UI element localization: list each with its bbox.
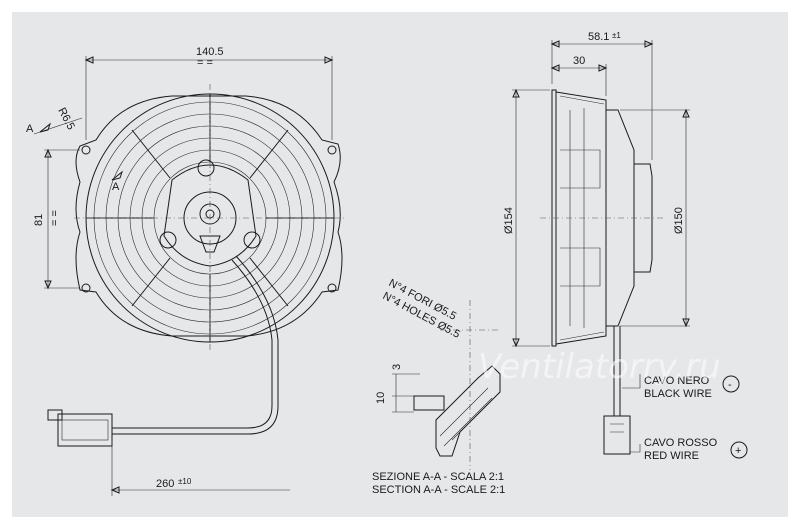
- side-wires: [613, 326, 621, 416]
- side-dimensions: 58.1 ±1 30 Ø154 Ø150: [503, 31, 690, 348]
- dia-blade-arrows: [682, 108, 690, 328]
- red-wire-en: RED WIRE: [644, 450, 699, 462]
- front-view: [47, 84, 346, 447]
- plus-icon: [730, 441, 748, 459]
- black-wire-leader: [622, 374, 641, 389]
- section-mark: A: [112, 181, 120, 193]
- depth-total-dim: [551, 40, 653, 160]
- dia-outer-dim: [512, 89, 550, 347]
- section-axis: [440, 300, 500, 470]
- grille-side-detail: [559, 95, 605, 341]
- depth-total-tol: ±1: [612, 31, 621, 40]
- black-wire-sign: -: [728, 379, 732, 391]
- dia-outer-label: Ø154: [503, 207, 515, 234]
- section-title-en: SECTION A-A - SCALE 2:1: [372, 484, 505, 496]
- offset-3-label: 3: [391, 364, 403, 370]
- dia-blade-dim: [620, 109, 690, 327]
- grille-side: [555, 91, 607, 345]
- front-dimensions: 140.5 = = 81 = = R6.5 A A 260 ±10: [26, 46, 334, 496]
- cable-tol: ±10: [178, 477, 192, 486]
- depth-partial-arrows: [550, 64, 608, 72]
- offset-10-label: 10: [375, 392, 387, 404]
- cable: [112, 259, 273, 429]
- cable-dim-arrow: [110, 486, 120, 494]
- red-wire-sign: +: [735, 445, 741, 457]
- mount-hole: [327, 145, 337, 155]
- cable-label: 260: [156, 478, 174, 490]
- section-mark: A: [26, 123, 34, 135]
- flange-edge: [551, 89, 557, 347]
- mount-hole: [327, 283, 337, 293]
- height-label: 81: [33, 214, 45, 226]
- radius-label: R6.5: [55, 106, 77, 132]
- mount-hole: [81, 283, 91, 293]
- dia-outer-arrows: [512, 88, 520, 348]
- connector: [57, 413, 113, 447]
- depth-partial-label: 30: [573, 55, 585, 67]
- width-dim-line: [85, 56, 333, 140]
- dia-blade-label: Ø150: [673, 207, 685, 234]
- red-wire-it: CAVO ROSSO: [644, 437, 718, 449]
- section-arrow: [39, 122, 52, 133]
- depth-total-arrows: [550, 40, 654, 48]
- wire-callouts: CAVO NERO BLACK WIRE - CAVO ROSSO RED WI…: [622, 374, 748, 462]
- section-dim-lines: [392, 373, 420, 413]
- hub-screw: [159, 231, 177, 249]
- section-arrow: [111, 170, 124, 181]
- wire-exit: [199, 235, 221, 253]
- section-profile: [435, 365, 501, 457]
- hub-screw: [243, 231, 261, 249]
- black-wire-it: CAVO NERO: [644, 375, 710, 387]
- minus-icon: [722, 375, 740, 393]
- height-dim-line: [44, 149, 80, 289]
- black-wire-en: BLACK WIRE: [644, 388, 712, 400]
- watermark: Ventilatorry.ru: [478, 347, 721, 387]
- cable-dim-line: [111, 440, 290, 496]
- depth-partial-dim: [552, 64, 607, 96]
- fan-flange: [75, 95, 343, 337]
- side-connector: [603, 415, 631, 455]
- depth-total-label: 58.1: [588, 31, 609, 43]
- height-sym: = =: [49, 210, 61, 226]
- width-label: 140.5: [196, 46, 224, 58]
- connector-latch: [47, 409, 63, 421]
- blade-detail: [560, 149, 601, 287]
- motor-hub: [163, 164, 257, 267]
- motor-side: [634, 163, 653, 273]
- connector-body: [61, 419, 109, 441]
- side-connector-detail: [610, 423, 624, 433]
- hub-screw: [197, 159, 215, 177]
- width-sym: = =: [197, 57, 213, 69]
- width-dim-arrows: [84, 56, 334, 64]
- cable: [112, 255, 279, 435]
- side-view: [540, 89, 664, 455]
- section-hatch: [439, 387, 497, 447]
- red-wire-leader: [630, 444, 641, 453]
- section-title-it: SEZIONE A-A - SCALA 2:1: [372, 471, 504, 483]
- mount-hole: [81, 145, 91, 155]
- center-lines: [74, 84, 346, 352]
- height-dim-arrows: [44, 148, 52, 290]
- drawing-sheet: [12, 12, 788, 517]
- section-boss: [413, 395, 445, 411]
